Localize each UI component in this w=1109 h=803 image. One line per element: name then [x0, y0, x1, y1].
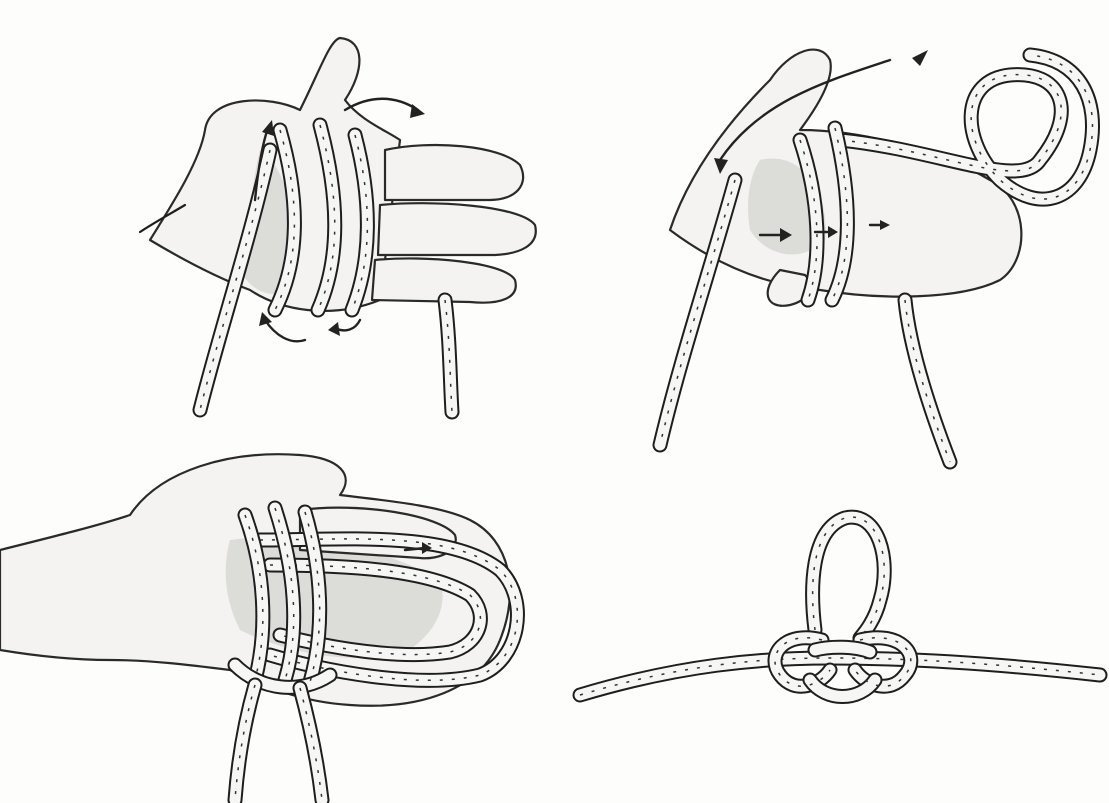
- hand-wrapping-rope-icon: [0, 0, 560, 420]
- hand-threading-loop-icon: [560, 0, 1109, 470]
- rope-ends: [235, 685, 322, 800]
- knot-body: [775, 638, 911, 697]
- step-2-panel: [560, 0, 1109, 470]
- step-4-panel: [560, 470, 1109, 803]
- hand-holding-knot-icon: [0, 420, 560, 803]
- step-3-panel: [0, 420, 560, 803]
- step-1-panel: [0, 0, 560, 420]
- finished-knot-icon: [560, 470, 1109, 803]
- rope-loop: [813, 517, 885, 638]
